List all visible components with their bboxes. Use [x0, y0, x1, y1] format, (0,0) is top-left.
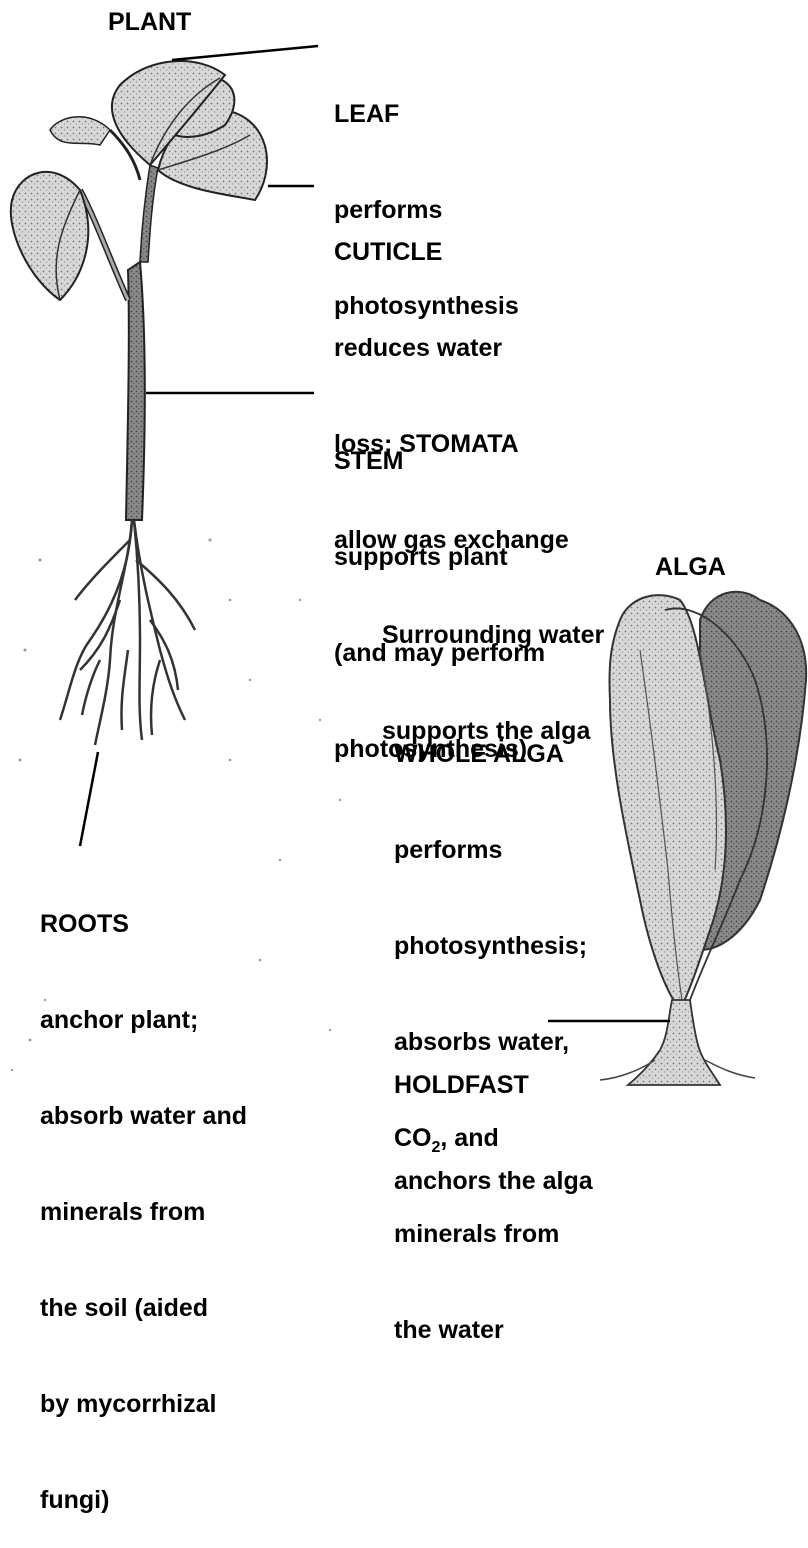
plant-stem [126, 262, 145, 520]
roots-leader-line [80, 752, 98, 846]
roots-desc-line: anchor plant; [40, 1004, 247, 1036]
whole-alga-heading: WHOLE ALGA [394, 738, 587, 770]
stem-heading: STEM [334, 445, 545, 477]
alga-holdfast [628, 1000, 720, 1085]
alga-illustration [600, 592, 806, 1085]
plant-upper-stem [140, 165, 158, 262]
roots-desc-line: minerals from [40, 1196, 247, 1228]
plant-small-leaf [50, 117, 110, 145]
roots-desc-line: fungi) [40, 1484, 247, 1516]
plant-roots [60, 520, 195, 745]
holdfast-heading: HOLDFAST [394, 1069, 593, 1101]
leaf-leader-line [172, 46, 318, 60]
leaf-heading: LEAF [334, 98, 519, 130]
plant-left-leaf [11, 172, 88, 300]
whole-alga-desc-line: photosynthesis; [394, 930, 587, 962]
roots-heading: ROOTS [40, 908, 247, 940]
cuticle-desc-line: reduces water [334, 332, 569, 364]
roots-desc-line: the soil (aided [40, 1292, 247, 1324]
whole-alga-desc-line: performs [394, 834, 587, 866]
roots-desc-line: absorb water and [40, 1100, 247, 1132]
surrounding-water-line: Surrounding water [382, 619, 604, 651]
whole-alga-desc-line: the water [394, 1314, 587, 1346]
holdfast-desc-line: anchors the alga [394, 1165, 593, 1197]
holdfast-label: HOLDFAST anchors the alga [394, 1005, 593, 1229]
cuticle-heading: CUTICLE [334, 236, 569, 268]
alga-title: ALGA [655, 551, 726, 583]
plant-title: PLANT [108, 6, 191, 38]
roots-label: ROOTS anchor plant; absorb water and min… [40, 844, 247, 1548]
roots-desc-line: by mycorrhizal [40, 1388, 247, 1420]
